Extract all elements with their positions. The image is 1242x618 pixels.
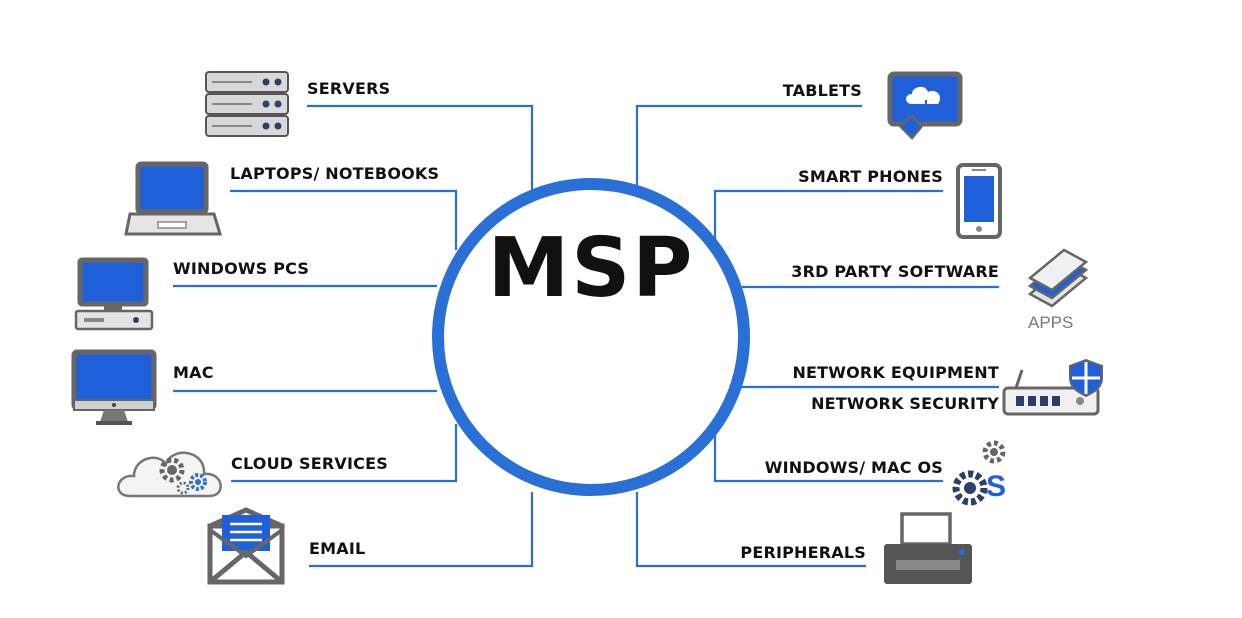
desktop-pc-icon (74, 257, 154, 331)
label-peripherals: PERIPHERALS (740, 543, 866, 562)
label-cloud-services: CLOUD SERVICES (231, 454, 388, 473)
msp-center-label: MSP (487, 221, 695, 316)
connector-os (713, 424, 943, 483)
os-letter-s: S (986, 470, 1007, 503)
apps-caption: APPS (1028, 313, 1074, 332)
apps-stack-icon (1027, 248, 1089, 308)
imac-monitor-icon (71, 349, 157, 425)
router-shield-icon (1002, 358, 1103, 416)
right-connectors (635, 104, 999, 568)
label-windows-mac-os: WINDOWS/ MAC OS (764, 458, 943, 477)
label-network-security: NETWORK SECURITY (811, 394, 999, 413)
label-network-equipment: NETWORK EQUIPMENT (792, 363, 999, 382)
smartphone-icon (956, 163, 1002, 239)
label-servers: SERVERS (307, 79, 391, 98)
label-mac: MAC (173, 363, 214, 382)
cloud-gears-icon (117, 451, 222, 498)
label-windows-pcs: WINDOWS PCS (173, 259, 310, 278)
connector-phones (713, 189, 943, 250)
os-gears-icon (952, 440, 1006, 506)
label-email: EMAIL (309, 539, 366, 558)
connector-servers (307, 104, 534, 190)
printer-icon (884, 512, 972, 584)
label-laptops-notebooks: LAPTOPS/ NOTEBOOKS (230, 164, 440, 183)
connector-email (309, 492, 534, 568)
left-connectors (173, 104, 534, 568)
envelope-icon (207, 507, 285, 585)
connector-peripherals (635, 492, 866, 568)
msp-circle (432, 178, 750, 496)
laptop-icon (124, 161, 223, 236)
connector-tablets (635, 104, 862, 190)
label-smart-phones: SMART PHONES (798, 167, 943, 186)
tablet-cloud-icon (887, 71, 963, 140)
connector-laptops (230, 189, 458, 250)
server-rack-icon (205, 71, 289, 137)
connector-cloud (231, 424, 458, 483)
label-tablets: TABLETS (782, 81, 862, 100)
label-3rd-party-software: 3RD PARTY SOFTWARE (791, 262, 999, 281)
